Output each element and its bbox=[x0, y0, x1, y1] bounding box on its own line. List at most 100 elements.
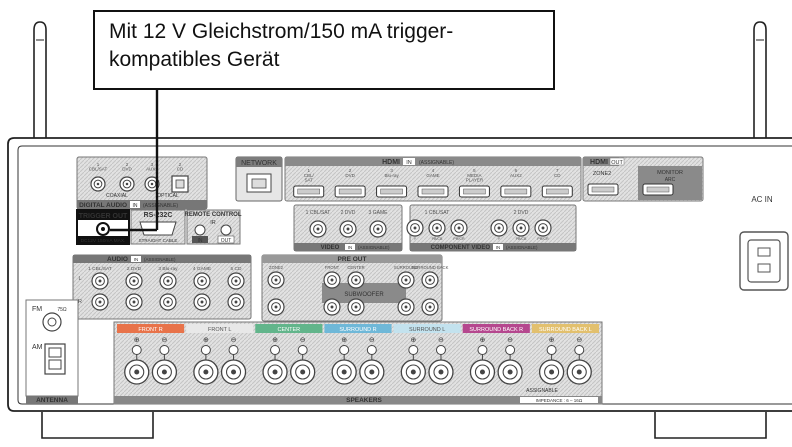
hdmi-in-tag: IN bbox=[406, 160, 412, 166]
audio-input-label: 2 DVD bbox=[127, 266, 142, 272]
speaker-terminal-top bbox=[436, 346, 445, 355]
audio-right-marker: R bbox=[78, 299, 82, 305]
hdmi-output-block: HDMI OUT ZONE2 MONITOR ARC bbox=[583, 157, 703, 201]
audio-jack-right bbox=[126, 294, 142, 310]
video-jack bbox=[340, 221, 356, 237]
digital-audio-label: DIGITAL AUDIO bbox=[79, 202, 127, 209]
preout-label: CENTER bbox=[347, 265, 364, 270]
component-jack-label: PB/CB bbox=[432, 237, 443, 241]
plus-icon: ⊕ bbox=[410, 337, 416, 344]
trigger-out-block: TRIGGER OUT DC12V 150mA MAX. bbox=[77, 210, 129, 244]
component-in-tag: IN bbox=[496, 245, 501, 250]
audio-jack-left bbox=[228, 273, 244, 289]
arc-label: ARC bbox=[665, 177, 676, 183]
preout-jack bbox=[268, 299, 284, 315]
preout-jack bbox=[324, 272, 340, 288]
straight-cable-label: STRAIGHT CABLE bbox=[139, 238, 178, 243]
preout-jack bbox=[422, 272, 438, 288]
speaker-terminal-top bbox=[547, 346, 556, 355]
component-input-label: 2 DVD bbox=[514, 210, 529, 216]
speaker-terminal-top bbox=[271, 346, 280, 355]
audio-input-label: 1 CBL/SAT bbox=[88, 266, 112, 272]
minus-icon: ⊖ bbox=[438, 337, 444, 344]
hdmi-input-name: GAME bbox=[426, 173, 439, 178]
plus-icon: ⊕ bbox=[549, 337, 555, 344]
speaker-group-label: SURROUND R bbox=[339, 327, 376, 333]
fm-ohm-label: 75Ω bbox=[57, 307, 67, 313]
ac-in-label: AC IN bbox=[751, 195, 773, 204]
minus-icon: ⊖ bbox=[231, 337, 237, 344]
coaxial-jack bbox=[91, 177, 105, 191]
minus-icon: ⊖ bbox=[300, 337, 306, 344]
speaker-terminal-top bbox=[575, 346, 584, 355]
rc-in-label: IN bbox=[198, 238, 203, 244]
hdmi-out-tag: OUT bbox=[611, 160, 623, 166]
video-input-label: 2 DVD bbox=[341, 210, 356, 216]
component-jack bbox=[429, 220, 445, 236]
antenna-block: FM 75Ω AM ANTENNA bbox=[26, 300, 78, 404]
speaker-group-label: SURROUND BACK R bbox=[469, 327, 523, 333]
hdmi-input-name: Blu-ray bbox=[384, 173, 399, 178]
hdmi-out-title: HDMI bbox=[590, 159, 608, 166]
audio-jack-left bbox=[126, 273, 142, 289]
hdmi-input-name: CD bbox=[554, 173, 561, 178]
component-jack bbox=[407, 220, 423, 236]
video-input-label: 1 CBL/SAT bbox=[306, 210, 331, 216]
digital-assignable: (ASSIGNABLE) bbox=[143, 203, 178, 209]
video-assignable: (ASSIGNABLE) bbox=[358, 245, 390, 250]
minus-icon: ⊖ bbox=[576, 337, 582, 344]
speaker-group-label: SURROUND BACK L bbox=[539, 327, 592, 333]
preout-label: SURROUND BACK bbox=[412, 265, 449, 270]
speaker-assignable-label: ASSIGNABLE bbox=[526, 388, 558, 394]
video-input-label: 3 GAME bbox=[369, 210, 389, 216]
network-port: NETWORK bbox=[236, 157, 282, 201]
speaker-group-label: SURROUND L bbox=[409, 327, 445, 333]
hdmi-assignable: (ASSIGNABLE) bbox=[419, 160, 454, 166]
speaker-block: SPEAKERS IMPEDANCE : 6 – 16Ω ASSIGNABLE … bbox=[114, 322, 602, 404]
preout-label: ZONE2 bbox=[269, 265, 284, 270]
digital-in-tag: IN bbox=[133, 203, 138, 209]
rc-out-label: OUT bbox=[221, 238, 232, 244]
preout-label: FRONT bbox=[325, 265, 340, 270]
component-video-label: COMPONENT VIDEO bbox=[431, 245, 491, 251]
audio-jack-left bbox=[160, 273, 176, 289]
plus-icon: ⊕ bbox=[272, 337, 278, 344]
preout-jack bbox=[398, 299, 414, 315]
audio-jack-left bbox=[194, 273, 210, 289]
speaker-group-label: CENTER bbox=[278, 327, 301, 333]
preout-jack bbox=[398, 272, 414, 288]
plus-icon: ⊕ bbox=[480, 337, 486, 344]
component-assignable: (ASSIGNABLE) bbox=[506, 245, 538, 250]
preout-jack bbox=[348, 299, 364, 315]
component-jack bbox=[491, 220, 507, 236]
zone2-hdmi-label: ZONE2 bbox=[593, 171, 611, 177]
component-jack bbox=[535, 220, 551, 236]
speakers-label: SPEAKERS bbox=[346, 397, 382, 404]
monitor-label: MONITOR bbox=[657, 170, 683, 176]
minus-icon: ⊖ bbox=[507, 337, 513, 344]
component-jack-label: PB/CB bbox=[516, 237, 527, 241]
plus-icon: ⊕ bbox=[341, 337, 347, 344]
antenna-label: ANTENNA bbox=[36, 397, 68, 404]
callout-line-1: Mit 12 V Gleichstrom/150 mA trigger- bbox=[109, 18, 539, 46]
preout-jack bbox=[268, 272, 284, 288]
component-input-label: 1 CBL/SAT bbox=[425, 210, 450, 216]
video-in-tag: IN bbox=[348, 245, 353, 250]
fm-label: FM bbox=[32, 306, 42, 313]
audio-input-label: 4 GAME bbox=[193, 266, 211, 272]
audio-label: AUDIO bbox=[107, 256, 128, 263]
speaker-terminal-top bbox=[340, 346, 349, 355]
pre-out-block: PRE OUT SUBWOOFER ZONE2FRONTCENTERSURROU… bbox=[262, 255, 449, 321]
minus-icon: ⊖ bbox=[369, 337, 375, 344]
video-jack bbox=[310, 221, 326, 237]
trigger-spec-label: DC12V 150mA MAX. bbox=[81, 238, 126, 244]
component-jack bbox=[513, 220, 529, 236]
video-jack bbox=[370, 221, 386, 237]
audio-assignable: (ASSIGNABLE) bbox=[144, 257, 176, 262]
video-label: VIDEO bbox=[321, 245, 340, 251]
component-video-block: COMPONENT VIDEO IN (ASSIGNABLE) 1 CBL/SA… bbox=[407, 205, 576, 251]
plus-icon: ⊕ bbox=[134, 337, 140, 344]
speaker-terminal-top bbox=[409, 346, 418, 355]
